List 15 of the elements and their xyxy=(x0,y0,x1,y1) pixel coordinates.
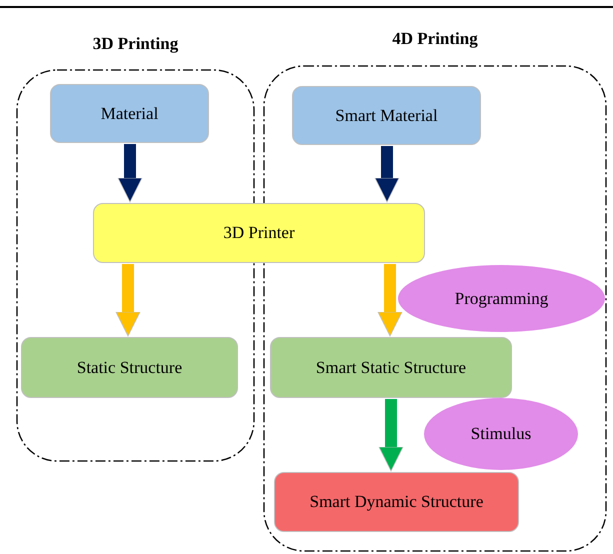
arrow xyxy=(116,264,140,336)
arrow xyxy=(374,146,400,202)
arrow xyxy=(378,264,402,336)
group-heading: 4D Printing xyxy=(391,29,479,49)
process-ellipse: Programming xyxy=(398,265,605,332)
structure-box: Smart Dynamic Structure xyxy=(274,472,519,532)
printer-box: 3D Printer xyxy=(93,203,425,263)
group-heading: 3D Printing xyxy=(92,34,180,54)
process-ellipse: Stimulus xyxy=(424,398,578,470)
arrow xyxy=(118,144,142,202)
material-box: Smart Material xyxy=(292,86,481,145)
structure-box: Smart Static Structure xyxy=(270,337,512,398)
material-box: Material xyxy=(50,84,209,143)
arrow xyxy=(378,399,404,472)
structure-box: Static Structure xyxy=(21,337,238,398)
